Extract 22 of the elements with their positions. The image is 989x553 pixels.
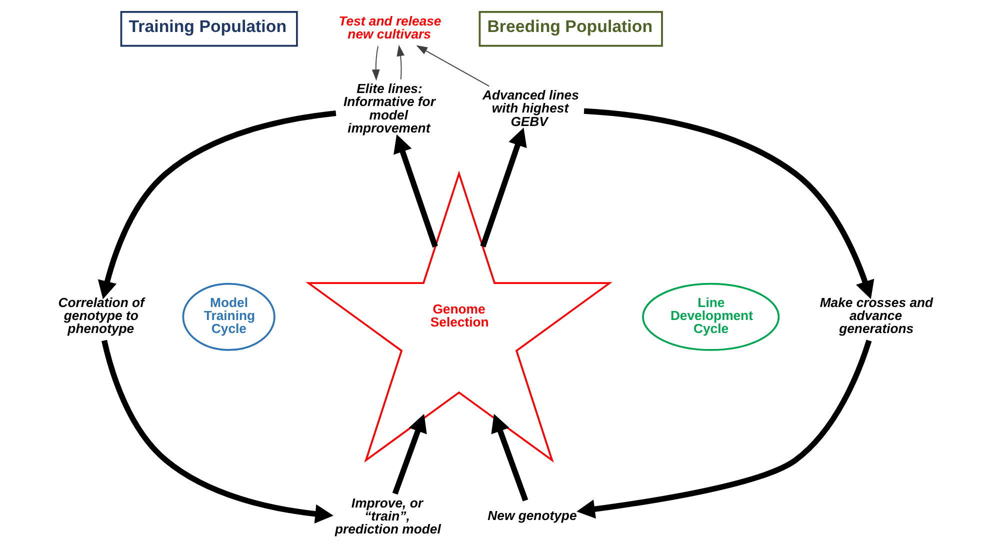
- node-text: Improve, or “train”, prediction model: [334, 495, 441, 537]
- arrow: [102, 340, 334, 524]
- arrow: [480, 128, 527, 248]
- node-box: Training Population: [120, 11, 298, 47]
- arrow: [396, 44, 404, 80]
- node-ellipse: Line Development Cycle: [642, 282, 780, 351]
- arrow: [372, 46, 380, 81]
- node-text: Test and release new cultivars: [338, 13, 442, 42]
- arrow: [576, 340, 872, 519]
- arrow: [394, 134, 438, 248]
- arrow: [416, 45, 490, 87]
- arrow: [392, 414, 427, 495]
- node-text: Elite lines: Informative for model improvement: [343, 80, 436, 136]
- node-box: Breeding Population: [478, 11, 663, 47]
- node-text: New genotype: [488, 508, 577, 524]
- node-text: Correlation of genotype to phenotype: [58, 294, 144, 336]
- node-ellipse: Model Training Cycle: [182, 282, 276, 351]
- node-text: Make crosses and advance generations: [820, 294, 934, 336]
- node-text: Advanced lines with highest GEBV: [482, 88, 579, 129]
- arrow: [98, 110, 336, 300]
- arrow: [584, 108, 874, 300]
- arrow: [491, 414, 528, 502]
